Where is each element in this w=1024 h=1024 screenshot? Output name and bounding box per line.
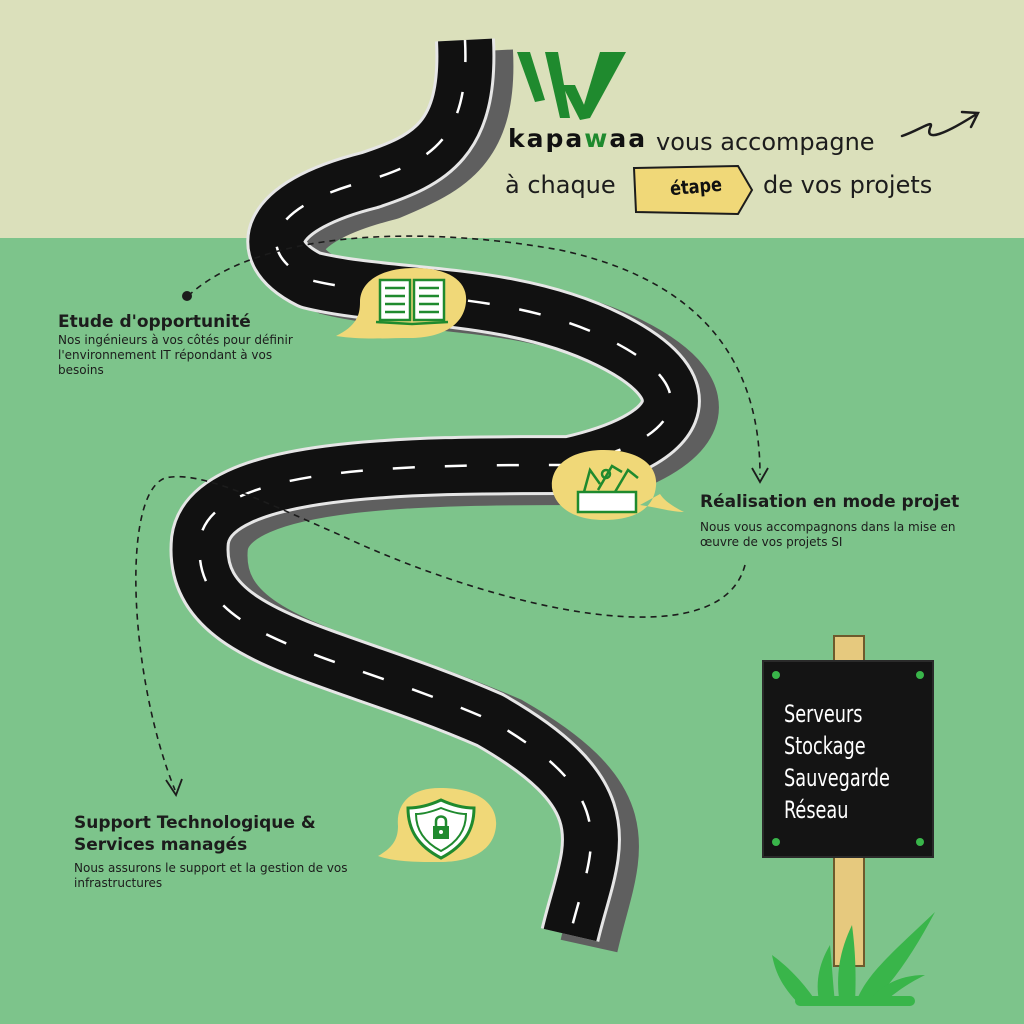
badge-step-1 <box>336 268 467 339</box>
sign-item-storage: Stockage <box>784 732 866 760</box>
screw-icon <box>772 671 780 679</box>
grass-tuft-icon <box>772 912 935 1006</box>
step-3-title: Support Technologique & Services managés <box>74 813 316 855</box>
route-start-dot <box>182 291 192 301</box>
tagline-line-1: vous accompagne <box>656 128 875 156</box>
toolbox-icon <box>576 464 639 514</box>
brand-wordmark: kapawaa <box>508 124 647 153</box>
kapawaa-logo-icon <box>517 52 626 120</box>
badge-step-3 <box>378 788 497 862</box>
sign-item-servers: Serveurs <box>784 700 863 728</box>
sign-item-network: Réseau <box>784 796 849 824</box>
signboard <box>762 660 934 858</box>
swirl-arrow-icon <box>900 110 980 138</box>
open-book-icon <box>375 278 449 326</box>
etape-tag-shape <box>632 164 754 216</box>
sign-item-backup: Sauvegarde <box>784 764 890 792</box>
header-band <box>0 0 1024 238</box>
arrowhead-1 <box>751 467 769 484</box>
step-2-title: Réalisation en mode projet <box>700 492 960 512</box>
step-3-description: Nous assurons le support et la gestion d… <box>74 861 348 890</box>
brand-name-part2: w <box>584 124 610 153</box>
step-2-description: Nous vous accompagnons dans la mise en œ… <box>700 520 956 549</box>
screw-icon <box>772 838 780 846</box>
arrowhead-2 <box>165 778 183 797</box>
dashed-path-1 <box>187 235 761 476</box>
security-shield-icon <box>406 798 476 860</box>
brand-name-part1: kapa <box>508 124 585 153</box>
screw-icon <box>916 671 924 679</box>
tagline-line-2-start: à chaque <box>505 171 616 199</box>
step-1-title: Etude d'opportunité <box>58 312 251 332</box>
step-1-description: Nos ingénieurs à vos côtés pour définir … <box>58 333 293 377</box>
sign-screws <box>772 671 924 846</box>
screw-icon <box>916 838 924 846</box>
badge-step-2 <box>551 450 684 520</box>
brand-name-part3: aa <box>609 124 648 153</box>
tagline-line-2-end: de vos projets <box>763 171 933 199</box>
